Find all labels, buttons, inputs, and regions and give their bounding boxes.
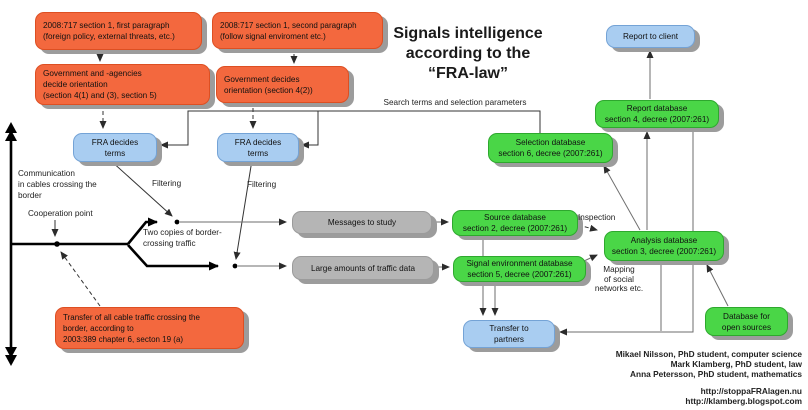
credits-authors: Mikael Nilsson, PhD student, computer sc… xyxy=(615,349,802,379)
node-messages-to-study: Messages to study xyxy=(292,211,432,234)
label-two-copies: Two copies of border- crossing traffic xyxy=(143,228,222,248)
label-inspection: Inspection xyxy=(578,213,616,222)
node-fra-decides-terms-1: FRA decides terms xyxy=(73,133,157,162)
feed-lines xyxy=(180,218,450,271)
node-open-sources-database: Database for open sources xyxy=(705,307,788,336)
diagram-title: Signals intelligence according to the “F… xyxy=(393,25,543,82)
node-analysis-database: Analysis database section 3, decree (200… xyxy=(604,231,724,261)
node-government-decides: Government decides orientation (section … xyxy=(216,66,349,103)
label-filtering-2: Filtering xyxy=(247,180,277,189)
node-law-first-paragraph: 2008:717 section 1, first paragraph (for… xyxy=(35,12,202,50)
label-filtering-1: Filtering xyxy=(152,179,182,188)
node-large-traffic-data: Large amounts of traffic data xyxy=(292,256,434,280)
credits-urls: http://stoppaFRAlagen.nu http://klamberg… xyxy=(685,386,802,406)
node-report-database: Report database section 4, decree (2007:… xyxy=(595,100,719,128)
filtering-lines xyxy=(51,159,253,260)
node-law-second-paragraph: 2008:717 section 1, second paragraph (fo… xyxy=(212,12,383,49)
node-report-to-client: Report to client xyxy=(606,25,695,48)
node-government-agencies: Government and -agencies decide orientat… xyxy=(35,64,210,105)
label-search-terms: Search terms and selection parameters xyxy=(383,98,527,107)
junction-dots xyxy=(54,219,238,269)
cable-arrowheads xyxy=(5,122,17,366)
node-transfer-to-partners: Transfer to partners xyxy=(463,320,555,348)
cable-lines xyxy=(9,131,219,358)
label-communication: Communication in cables crossing the bor… xyxy=(18,169,97,200)
search-terms-path xyxy=(160,110,541,149)
label-mapping-social-networks: Mapping of social networks etc. xyxy=(594,265,644,293)
node-selection-database: Selection database section 6, decree (20… xyxy=(488,133,613,163)
label-cooperation-point: Cooperation point xyxy=(28,209,93,218)
node-fra-decides-terms-2: FRA decides terms xyxy=(217,133,299,162)
node-signal-environment-database: Signal environment database section 5, d… xyxy=(453,256,586,282)
node-cable-transfer: Transfer of all cable traffic crossing t… xyxy=(55,307,244,349)
dashed-arrows xyxy=(60,47,598,307)
node-source-database: Source database section 2, decree (2007:… xyxy=(452,210,578,236)
